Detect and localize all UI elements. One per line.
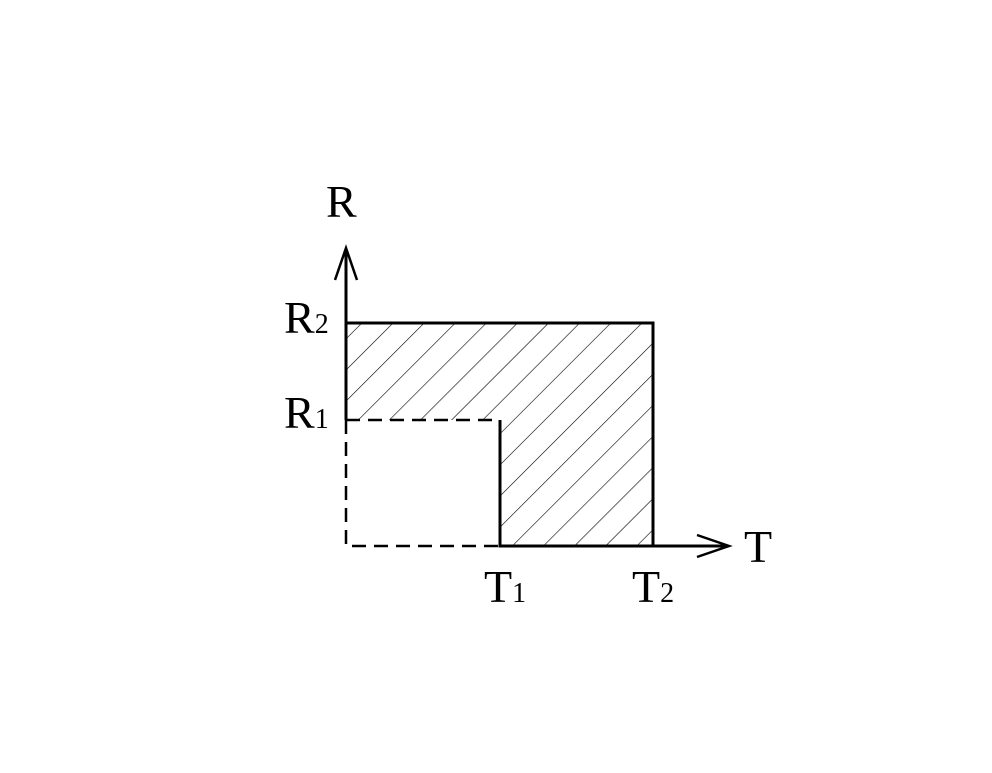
hatched-region: [346, 323, 653, 546]
t2-index: 2: [660, 578, 674, 609]
r1-label: R1: [284, 387, 329, 438]
dashed-boundary: [344, 418, 502, 548]
r1-letter: R: [284, 387, 315, 438]
r1-index: 1: [315, 404, 329, 435]
r2-index: 2: [315, 309, 329, 340]
r-axis-label: R: [326, 176, 357, 227]
t1-label: T1: [484, 561, 526, 612]
r2-label: R2: [284, 292, 329, 343]
t-axis-arrowhead: [696, 533, 733, 559]
t1-index: 1: [512, 578, 526, 609]
t2-letter: T: [632, 561, 660, 612]
t-axis-label: T: [744, 521, 772, 572]
t2-label: T2: [632, 561, 674, 612]
t1-letter: T: [484, 561, 512, 612]
r-axis-arrowhead: [333, 244, 359, 281]
r2-letter: R: [284, 292, 315, 343]
region-outline: [344, 321, 655, 548]
